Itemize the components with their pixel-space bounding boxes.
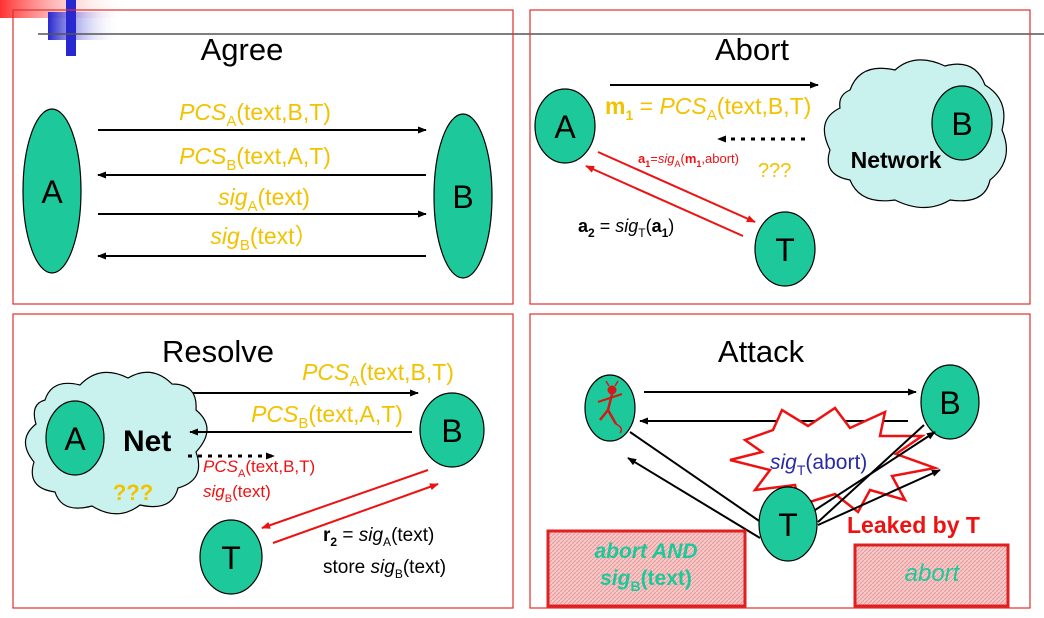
a2-label: a2 = sigT(a1) <box>578 216 674 240</box>
line-attacker-to-t <box>629 431 766 526</box>
burst-shape <box>729 406 940 514</box>
node-b <box>433 113 493 279</box>
node-a-label: A <box>64 421 86 457</box>
net-label: Net <box>123 425 171 458</box>
node-t-label: T <box>775 232 795 268</box>
r2-label: r2 = sigA(text) <box>323 525 434 549</box>
box-right-label: abort <box>905 560 961 587</box>
abort-title: Abort <box>715 32 789 67</box>
attack-title: Attack <box>718 334 805 369</box>
node-a-label: A <box>41 174 63 210</box>
node-b <box>419 392 485 468</box>
node-t <box>199 519 263 595</box>
devil-icon <box>597 380 623 434</box>
network-label: Network <box>851 147 942 173</box>
attacker-node <box>584 374 636 442</box>
leaked-label: Leaked by T <box>847 512 980 538</box>
node-b-label: B <box>951 106 972 142</box>
store-label: store sigB(text) <box>323 557 446 581</box>
node-t-label: T <box>221 540 241 576</box>
agree-msg-3: sigA(text) <box>218 184 310 215</box>
node-a <box>22 108 82 274</box>
arrow-b-to-t <box>261 469 429 529</box>
resolve-msg-2: PCSB(text,A,T) <box>251 401 403 432</box>
arrow-t-to-b <box>272 483 439 544</box>
arrow-t-to-a <box>585 165 744 237</box>
agree-msg-4: sigB(text） <box>210 223 317 254</box>
panel-resolve: Resolve A Net ??? B T PCSA(text,B,T) PCS… <box>12 313 514 609</box>
node-b <box>920 364 980 440</box>
corner-decoration <box>0 0 1044 56</box>
agree-msg-1: PCSA(text,B,T) <box>179 99 331 130</box>
line-b-to-t <box>817 424 925 523</box>
node-t-label: T <box>778 507 798 543</box>
box-left-line-1: abort AND <box>594 540 697 563</box>
box-left-line-2: sigB(text) <box>600 567 692 594</box>
node-b-label: B <box>452 179 473 215</box>
node-a-label: A <box>554 109 576 145</box>
arrow-t-leak <box>817 469 941 526</box>
panel-agree: Agree A B PCSA(text,B,T) PCSB(text,A,T) … <box>12 9 514 305</box>
arrow-a-to-t <box>597 151 756 223</box>
panel-abort: Abort B Network A T m1 = PCSA(text,B,T) … <box>529 9 1031 305</box>
node-b-label: B <box>441 413 462 449</box>
agree-title: Agree <box>201 32 284 67</box>
a1-label: a1=sigA(m1,abort) <box>638 151 739 169</box>
node-t <box>758 486 818 562</box>
node-a <box>534 88 596 164</box>
arrow-t-to-attacker <box>627 457 761 539</box>
resolve-red-2: sigB(text) <box>203 482 271 505</box>
node-t <box>754 211 816 287</box>
resolve-msg-1: PCSA(text,B,T) <box>302 359 454 390</box>
m1-label: m1 = PCSA(text,B,T) <box>605 93 811 124</box>
node-b <box>931 85 993 161</box>
node-b-label: B <box>939 385 960 421</box>
net-question: ??? <box>113 480 153 505</box>
a1-question: ??? <box>758 160 791 182</box>
agree-msg-2: PCSB(text,A,T) <box>179 143 331 174</box>
node-a <box>45 400 105 476</box>
resolve-red-1: PCSA(text,B,T) <box>203 457 315 480</box>
resolve-title: Resolve <box>162 334 274 369</box>
burst-label: sigT(abort) <box>770 451 867 478</box>
box-abort-and-sig <box>546 529 747 608</box>
box-abort <box>853 543 1010 608</box>
panel-attack: Attack B sigT(abort) T Leaked by T <box>529 313 1031 609</box>
